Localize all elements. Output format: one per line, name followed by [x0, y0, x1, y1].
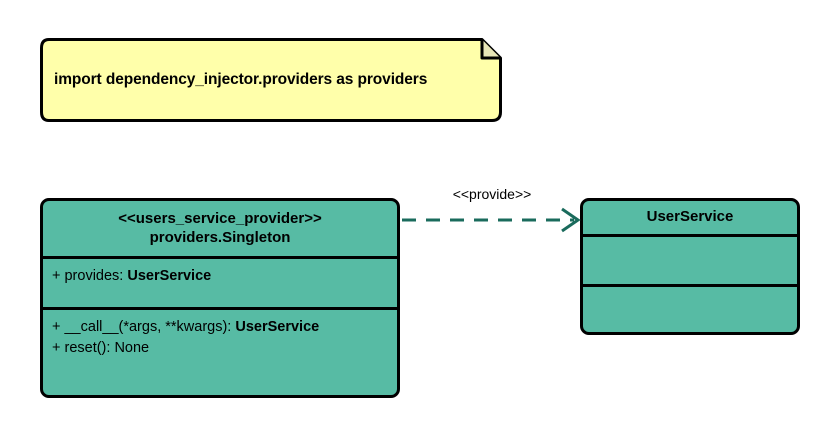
class-attributes-compartment: + provides: UserService	[43, 259, 397, 310]
class-operations-compartment	[583, 287, 797, 332]
class-attributes-compartment	[583, 237, 797, 287]
operation-row: + __call__(*args, **kwargs): UserService	[52, 317, 388, 338]
note-import-statement[interactable]: import dependency_injector.providers as …	[40, 38, 502, 122]
class-header-user-service: UserService	[583, 201, 797, 237]
note-shape-icon	[40, 38, 502, 122]
attribute-row: + provides: UserService	[52, 266, 388, 287]
relationship-label: <<provide>>	[452, 186, 532, 202]
operation-return-type: UserService	[235, 319, 320, 335]
attribute-type: UserService	[127, 268, 212, 284]
operation-label: + reset(): None	[52, 340, 150, 357]
relationship-provide[interactable]: <<provide>>	[396, 186, 588, 234]
class-box-user-service[interactable]: UserService	[580, 198, 800, 335]
class-stereotype: <<users_service_provider>>	[118, 209, 322, 227]
class-header-users-service-provider: <<users_service_provider>> providers.Sin…	[43, 201, 397, 259]
class-box-users-service-provider[interactable]: <<users_service_provider>> providers.Sin…	[40, 198, 400, 398]
note-text: import dependency_injector.providers as …	[54, 71, 428, 88]
dashed-arrow-icon	[402, 207, 581, 233]
operation-label: + __call__(*args, **kwargs):	[52, 319, 236, 335]
class-name: providers.Singleton	[149, 228, 291, 246]
attribute-label: + provides:	[52, 268, 128, 284]
operation-row: + reset(): None	[52, 338, 388, 359]
class-name: UserService	[646, 208, 734, 226]
class-operations-compartment: + __call__(*args, **kwargs): UserService…	[43, 310, 397, 395]
